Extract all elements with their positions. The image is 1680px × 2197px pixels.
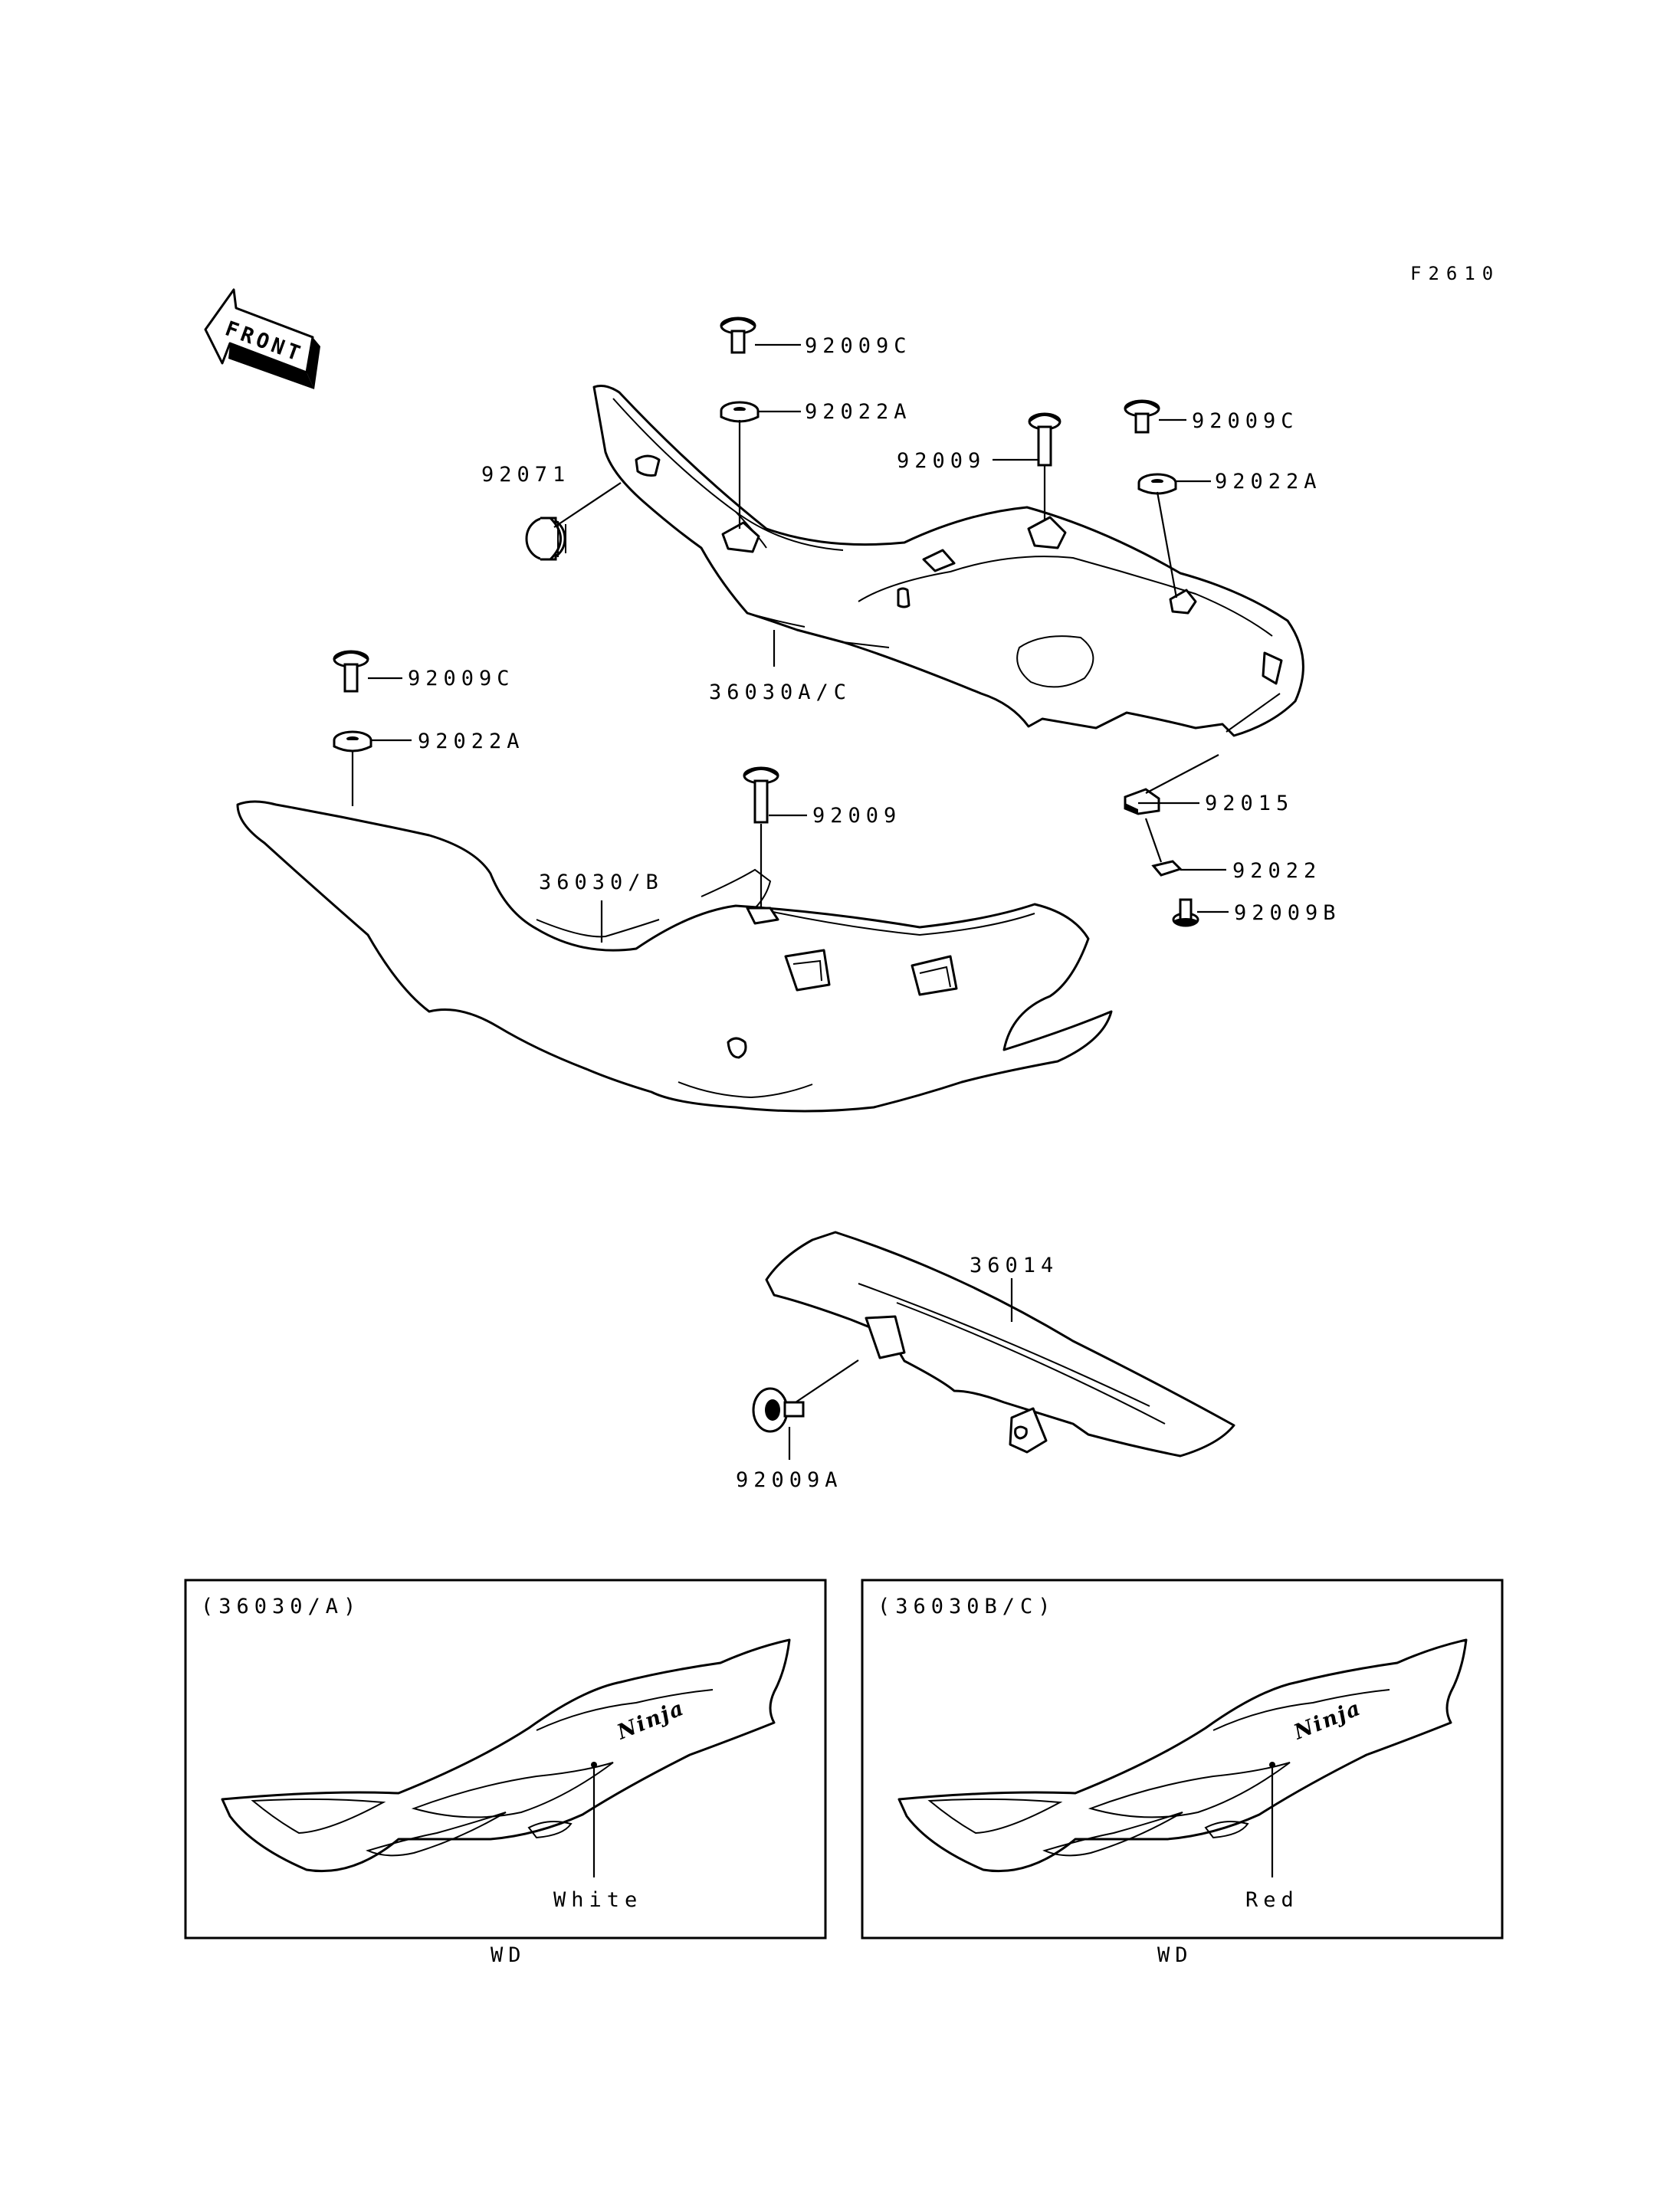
callout-label: 92009A bbox=[736, 1468, 843, 1492]
bolt-icon bbox=[333, 650, 369, 693]
variant-footer: WD bbox=[491, 1943, 527, 1967]
variant-footer: WD bbox=[1157, 1943, 1193, 1967]
callout-label: 92009C bbox=[805, 334, 912, 358]
variant-box-b: (36030B/C) Ninja Red WD bbox=[861, 1579, 1504, 1967]
nut-icon bbox=[1151, 860, 1183, 877]
callout-label: 92009C bbox=[408, 667, 515, 690]
callout-label: 36030A/C bbox=[709, 680, 851, 704]
callout-label: 36030/B bbox=[539, 871, 664, 894]
washer-icon bbox=[1137, 473, 1177, 495]
leader-lines bbox=[351, 343, 1229, 1460]
callout-labels: 92009C 92022A 92009C 92009 92022A 92071 … bbox=[408, 334, 1341, 1492]
callout-label: 92015 bbox=[1205, 792, 1294, 815]
callout-label: 92009C bbox=[1192, 409, 1299, 433]
chain-guard bbox=[765, 1231, 1235, 1458]
callout-label: 36014 bbox=[970, 1254, 1058, 1277]
seat-cover-upper bbox=[592, 385, 1304, 737]
variant-title: (36030/A) bbox=[201, 1595, 361, 1618]
washer-icon bbox=[720, 401, 760, 423]
color-label: Red bbox=[1245, 1888, 1299, 1912]
washer-icon bbox=[333, 730, 372, 753]
bolt-icon bbox=[1172, 898, 1199, 927]
callout-label: 92009B bbox=[1234, 901, 1341, 925]
seat-cover-lower bbox=[236, 800, 1113, 1113]
callout-label: 92009 bbox=[812, 804, 901, 828]
callout-label: 92022A bbox=[418, 730, 525, 753]
variant-box-a: (36030/A) Ninja White WD bbox=[184, 1579, 827, 1967]
color-label: White bbox=[553, 1888, 642, 1912]
figure-code: F2610 bbox=[1410, 263, 1500, 284]
bolt-icon bbox=[1124, 399, 1160, 434]
bolt-icon bbox=[720, 316, 756, 354]
callout-label: 92022A bbox=[805, 400, 912, 424]
callout-label: 92071 bbox=[481, 463, 570, 487]
callout-label: 92022 bbox=[1232, 859, 1321, 883]
clip-icon bbox=[1124, 788, 1160, 815]
hardware-parts bbox=[333, 316, 1199, 1433]
variant-title: (36030B/C) bbox=[878, 1595, 1056, 1618]
front-arrow-icon: FRONT bbox=[204, 288, 320, 389]
callout-label: 92022A bbox=[1215, 470, 1322, 494]
grommet-icon bbox=[525, 516, 566, 561]
callout-label: 92009 bbox=[897, 449, 986, 473]
bolt-icon bbox=[1028, 412, 1061, 467]
bolt-icon bbox=[752, 1387, 805, 1433]
bolt-icon bbox=[743, 766, 779, 824]
